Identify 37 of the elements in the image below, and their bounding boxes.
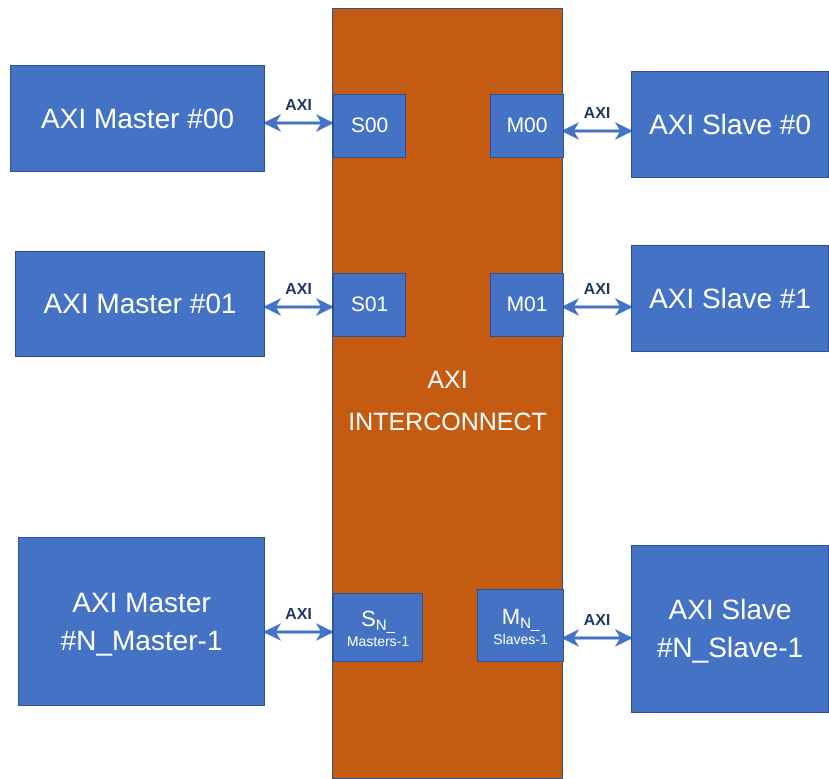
- port-label: S01: [350, 292, 388, 318]
- port-label: M00: [506, 112, 548, 139]
- double-arrow: [263, 623, 334, 641]
- port-box: [490, 94, 564, 158]
- port-sublabel: Masters-1: [346, 632, 410, 650]
- interconnect-block: [332, 8, 563, 779]
- port-label: M01: [506, 292, 548, 318]
- edge-label: AXI: [285, 607, 312, 623]
- component-label: AXI Master #N_Master-1: [60, 586, 224, 658]
- double-arrow: [263, 298, 334, 316]
- edge-label: AXI: [285, 282, 312, 298]
- edge-label: AXI: [584, 613, 610, 629]
- component-box: [631, 545, 829, 713]
- port-box: [490, 273, 564, 337]
- port-sublabel: Slaves-1: [493, 630, 548, 648]
- component-box: [631, 71, 829, 178]
- port-box: [333, 593, 423, 662]
- port-box: [333, 94, 406, 158]
- component-label: AXI Slave #N_Slave-1: [656, 593, 804, 665]
- component-box: [18, 537, 265, 706]
- port-label: S00: [350, 112, 388, 139]
- component-label: AXI Slave #0: [648, 108, 812, 142]
- edge-label: AXI: [584, 106, 610, 122]
- edge-label: AXI: [584, 282, 610, 298]
- component-label: AXI Master #01: [42, 287, 238, 321]
- port-label: M$_{N_}$: [502, 603, 540, 630]
- component-label: AXI Slave #1: [648, 282, 812, 316]
- port-label: S$_{N_}$: [361, 605, 395, 632]
- component-box: [10, 65, 265, 172]
- component-box: [15, 251, 265, 357]
- double-arrow: [263, 114, 334, 132]
- component-box: [631, 245, 829, 352]
- block-title: AXI INTERCONNECT: [347, 365, 548, 438]
- port-box: [333, 273, 406, 337]
- port-box: [477, 589, 564, 662]
- edge-label: AXI: [285, 98, 312, 114]
- component-label: AXI Master #00: [40, 102, 235, 136]
